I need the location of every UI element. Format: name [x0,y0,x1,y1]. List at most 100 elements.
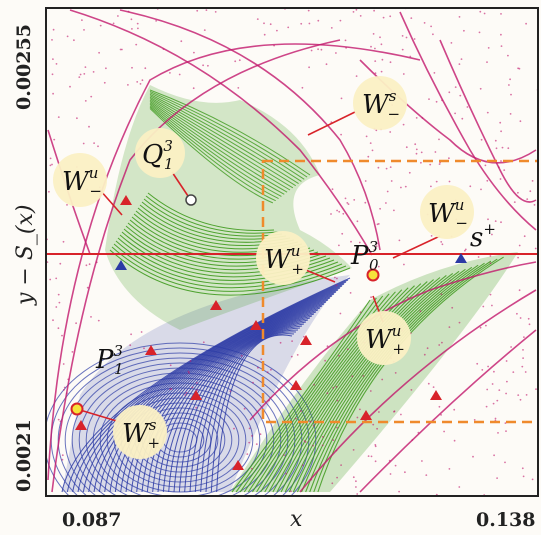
chaotic-point [503,169,506,172]
P0-fixed-point [366,268,380,282]
chaotic-point [268,399,270,402]
chaotic-point [61,334,63,337]
chaotic-point [202,341,205,344]
chaotic-point [49,157,52,160]
chaotic-point [486,61,488,63]
flow-arrow [190,390,202,400]
chaotic-point [500,221,502,224]
chaotic-point [55,277,58,280]
green-orbit-curve [149,96,296,187]
chaotic-point [59,420,62,423]
chaotic-point [335,284,338,287]
chaotic-point [130,18,133,21]
chaotic-point [66,35,69,38]
green-orbit-curve [149,105,279,200]
chaotic-point [169,364,172,367]
chaotic-point [370,296,372,299]
flow-arrow [360,410,372,420]
chaotic-point [374,444,377,446]
chaotic-point [83,73,86,75]
chaotic-point [355,247,358,250]
chaotic-point [273,44,275,47]
chaotic-point [491,383,494,385]
blue-orbit-curve [88,287,341,493]
chaotic-point [57,327,60,330]
chaotic-point [448,468,451,470]
chaotic-point [389,131,392,133]
chaotic-point [448,91,451,94]
chaotic-point [336,209,338,212]
chaotic-point [441,341,443,344]
chaotic-point [51,73,54,76]
chaotic-point [499,178,502,180]
chaotic-point [312,444,314,447]
blue-orbit-curve [152,311,317,493]
chaotic-point [494,220,497,223]
chaotic-point [525,394,528,396]
flow-arrow [232,460,244,470]
chaotic-point [59,262,62,265]
chaotic-point [496,399,499,402]
Q1-fixed-point [185,194,197,206]
chaotic-point [55,63,58,65]
chaotic-point [410,389,413,391]
chaotic-point [336,277,338,280]
y-axis-label: y − S_(x) [13,205,38,307]
chaotic-point [340,464,342,466]
blue-orbit-curve [162,315,313,493]
chaotic-point [500,45,503,47]
chaotic-point [57,418,60,421]
chaotic-point [193,51,195,54]
chaotic-point [279,341,282,344]
blue-orbit-curves [46,277,351,496]
green-orbit-curve [288,270,460,493]
chaotic-point [83,29,85,31]
green-orbit-curve [149,102,285,195]
chaotic-point [499,121,502,124]
green-orbit-curve [111,246,347,292]
chaotic-point [496,477,498,479]
chaotic-point [214,11,217,13]
chaotic-point [483,12,486,15]
chaotic-point [401,48,404,51]
chaotic-point [460,58,463,60]
chaotic-point [430,25,432,28]
chaotic-point [479,10,482,13]
chaotic-point [393,410,396,413]
chaotic-point [479,326,482,329]
chaotic-point [522,475,525,478]
blue-orbit-curve [66,279,349,493]
chaotic-point [332,439,335,441]
chaotic-point [507,147,510,150]
green-orbit-curve [149,95,299,184]
chaotic-point [352,449,355,451]
blue-orbit-ring [99,382,261,496]
chaotic-point [498,166,500,169]
blue-orbit-curve [205,331,297,493]
chaotic-point [373,9,375,12]
chaotic-point [137,27,139,30]
chaotic-point [48,190,50,193]
chaotic-point [494,417,497,420]
chaotic-point [428,98,430,100]
blue-orbit-ring [106,387,254,493]
chaotic-point [301,86,304,89]
chaotic-point [263,22,265,25]
y-tick-min: 0.0021 [13,419,35,492]
green-orbit-curve [147,192,275,232]
chaotic-point [75,322,77,325]
chaotic-point [408,171,411,174]
chaotic-point [82,142,85,145]
chaotic-point [510,346,512,348]
chaotic-point [203,29,206,31]
chaotic-point [335,52,337,54]
chaotic-point [374,267,377,269]
chaotic-point [169,72,171,74]
chaotic-point [52,58,54,60]
chaotic-point [300,22,303,25]
chaotic-point [251,435,253,437]
chaotic-point [504,461,506,464]
chaotic-point [429,163,432,166]
chaotic-point [252,381,254,384]
